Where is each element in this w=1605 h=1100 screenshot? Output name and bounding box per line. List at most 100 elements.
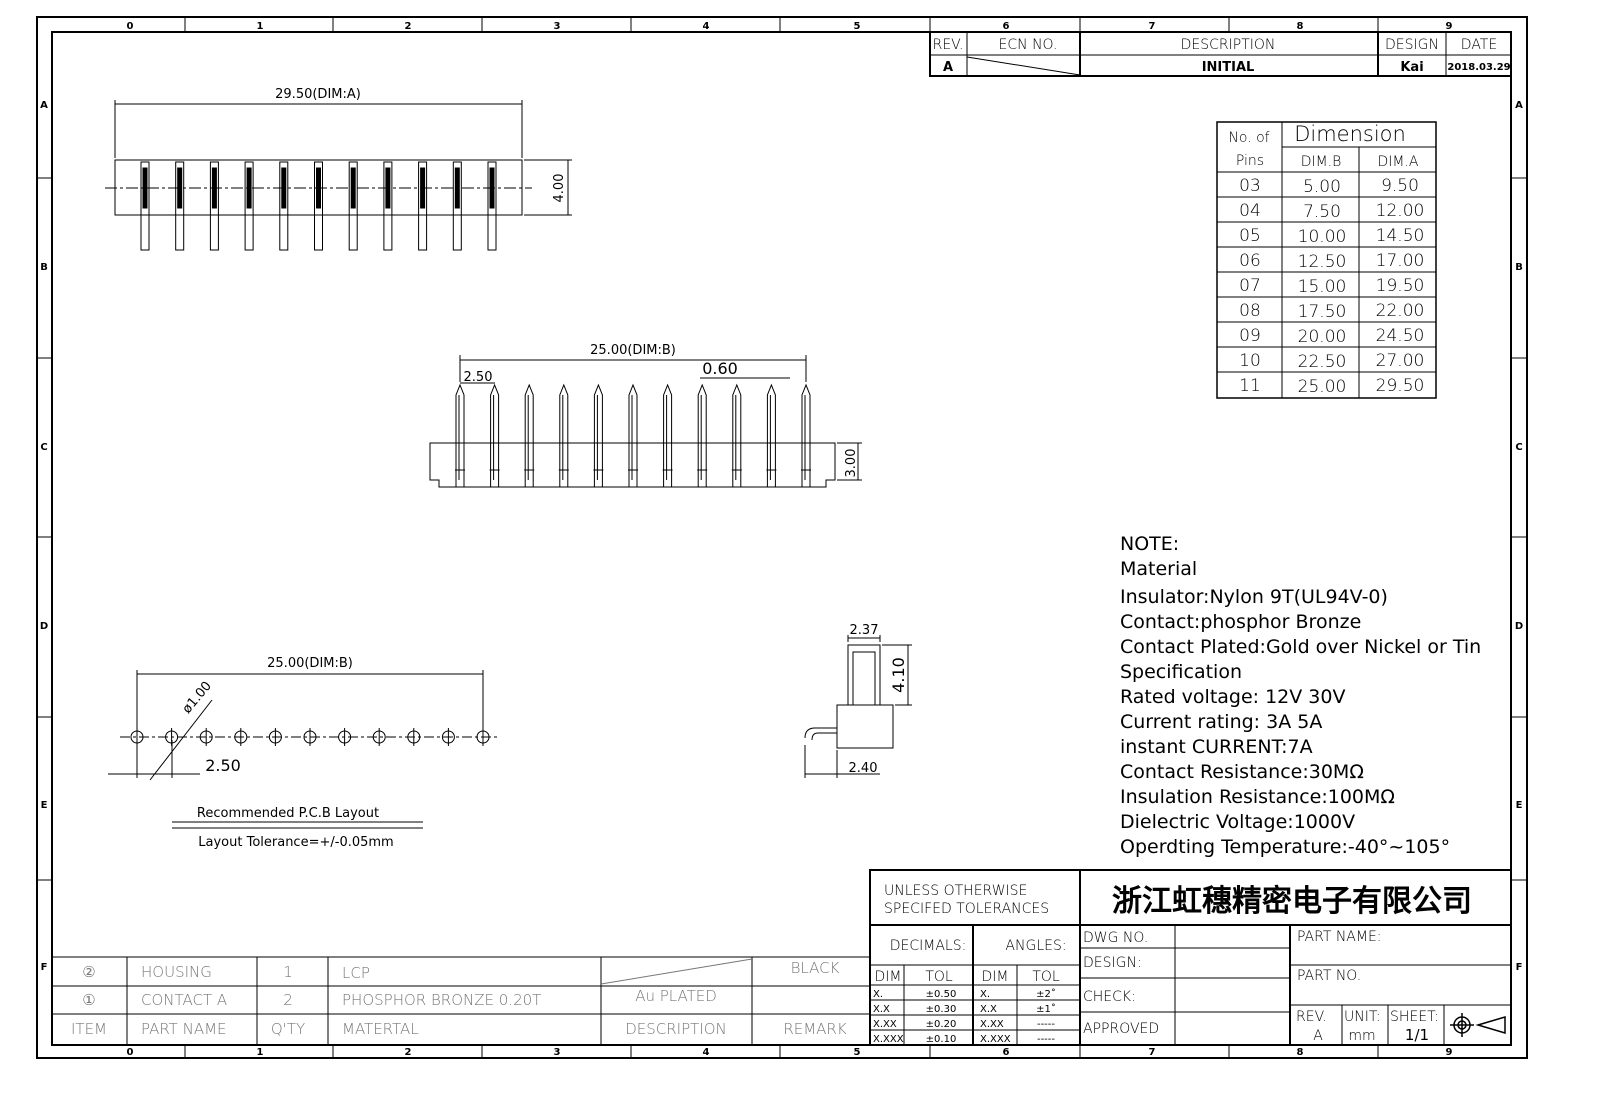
pin-contact bbox=[316, 167, 321, 209]
pins-cell: 03 bbox=[1239, 176, 1261, 196]
pin bbox=[244, 161, 254, 251]
note-line: Operdting Temperature:-40°~105° bbox=[1120, 836, 1450, 858]
angles-label: ANGLES: bbox=[1005, 938, 1066, 954]
pin-contact bbox=[385, 167, 391, 209]
pin-contact bbox=[177, 167, 183, 209]
dima-cell: 12.00 bbox=[1376, 201, 1425, 221]
zone-column-label: 1 bbox=[257, 1047, 264, 1058]
dima-header: DIM.A bbox=[1377, 154, 1418, 170]
sheet-label: SHEET: bbox=[1390, 1009, 1439, 1025]
sheet-value: 1/1 bbox=[1405, 1026, 1429, 1044]
dima-cell: 14.50 bbox=[1376, 226, 1425, 246]
zone-column-label: 6 bbox=[1003, 21, 1010, 32]
angle-tol: ±1˚ bbox=[1036, 1003, 1056, 1015]
dimb-cell: 12.50 bbox=[1298, 252, 1347, 272]
note-line: Specification bbox=[1120, 661, 1242, 683]
pins-header-1: No. of bbox=[1228, 130, 1269, 146]
part-name-label: PART NAME: bbox=[1297, 929, 1382, 945]
bom-qty: 2 bbox=[283, 991, 293, 1009]
zone-column-label: 4 bbox=[703, 21, 710, 32]
pcb-pitch-label: 2.50 bbox=[205, 756, 241, 775]
zone-row-label: C bbox=[1515, 442, 1522, 453]
table-row: 03 5.00 9.50 bbox=[1239, 176, 1419, 197]
pin bbox=[383, 161, 393, 251]
pin-contact bbox=[454, 167, 460, 209]
note-line: Material bbox=[1120, 558, 1197, 580]
description-header: DESCRIPTION bbox=[1181, 37, 1276, 53]
dima-cell: 17.00 bbox=[1376, 251, 1425, 271]
pin bbox=[418, 161, 428, 251]
bom-header-part: PART NAME bbox=[141, 1020, 227, 1038]
zone-row-label: E bbox=[1516, 800, 1523, 811]
height-label: 4.00 bbox=[552, 174, 567, 203]
pin-width-label: 0.60 bbox=[702, 359, 738, 378]
dimb-header: DIM.B bbox=[1301, 154, 1342, 170]
date-value: 2018.03.29 bbox=[1447, 62, 1510, 73]
bom-qty: 1 bbox=[283, 963, 293, 981]
pin bbox=[348, 161, 358, 251]
zone-row-label: A bbox=[1515, 100, 1523, 111]
dima-cell: 9.50 bbox=[1381, 176, 1419, 196]
dimension-table: No. of Pins Dimension DIM.B DIM.A 03 5.00… bbox=[1216, 121, 1437, 399]
zone-column-label: 8 bbox=[1297, 21, 1304, 32]
pcb-layout-title: Recommended P.C.B Layout bbox=[197, 806, 379, 821]
pin-contact bbox=[281, 167, 287, 209]
pins-cell: 05 bbox=[1239, 226, 1261, 246]
zone-row-label: C bbox=[40, 442, 47, 453]
dimension-header: Dimension bbox=[1294, 122, 1406, 146]
check-label: CHECK: bbox=[1083, 989, 1136, 1005]
pin-contact bbox=[246, 167, 252, 209]
hole-diameter-label: ø1.00 bbox=[180, 679, 215, 717]
pins-cell: 08 bbox=[1239, 301, 1261, 321]
dima-cell: 29.50 bbox=[1376, 376, 1425, 396]
zone-row-label: F bbox=[41, 962, 48, 973]
pin bbox=[732, 383, 742, 487]
pins-header-2: Pins bbox=[1236, 153, 1264, 169]
zone-column-label: 9 bbox=[1446, 21, 1453, 32]
angle-dim: X. bbox=[980, 989, 990, 1000]
pins-cell: 11 bbox=[1239, 376, 1261, 396]
dimb-cell: 10.00 bbox=[1298, 227, 1347, 247]
zone-column-label: 7 bbox=[1149, 1047, 1156, 1058]
projection-symbol-icon bbox=[1450, 1013, 1506, 1037]
note-line: Dielectric Voltage:1000V bbox=[1120, 811, 1355, 833]
side-height-label: 4.10 bbox=[889, 657, 908, 693]
description-value: INITIAL bbox=[1202, 60, 1255, 75]
angle-dim: X.X bbox=[980, 1004, 997, 1015]
pins-cell: 10 bbox=[1239, 351, 1261, 371]
decimal-dim: X. bbox=[873, 989, 883, 1000]
pins-cell: 07 bbox=[1239, 276, 1261, 296]
height-label: 3.00 bbox=[844, 449, 859, 478]
unit-label: UNIT: bbox=[1344, 1009, 1381, 1025]
decimal-tol: ±0.10 bbox=[926, 1034, 957, 1045]
decimals-label: DECIMALS: bbox=[890, 938, 967, 954]
tolerance-title-2: SPECIFED TOLERANCES bbox=[884, 901, 1049, 917]
note-line: Insulator:Nylon 9T(UL94V-0) bbox=[1120, 586, 1388, 608]
decimal-tol: ±0.30 bbox=[926, 1004, 957, 1015]
decimal-dim: X.XX bbox=[873, 1019, 897, 1030]
pin bbox=[663, 383, 673, 487]
pins-cell: 06 bbox=[1239, 251, 1261, 271]
zone-row-label: D bbox=[40, 621, 48, 632]
zone-column-label: 0 bbox=[127, 1047, 134, 1058]
dima-cell: 19.50 bbox=[1376, 276, 1425, 296]
zone-column-label: 8 bbox=[1297, 1047, 1304, 1058]
note-line: instant CURRENT:7A bbox=[1120, 736, 1313, 758]
decimal-dim: X.XXX bbox=[873, 1034, 904, 1045]
approved-label: APPROVED bbox=[1083, 1021, 1159, 1037]
zone-column-label: 2 bbox=[405, 21, 412, 32]
angle-tol: ±2˚ bbox=[1036, 988, 1056, 1000]
zone-column-label: 4 bbox=[703, 1047, 710, 1058]
pin-contact bbox=[489, 167, 495, 209]
zone-column-label: 5 bbox=[854, 21, 861, 32]
pin bbox=[209, 161, 219, 251]
dimb-cell: 5.00 bbox=[1303, 177, 1341, 197]
rev-header: REV. bbox=[933, 37, 964, 53]
rev-label: REV. bbox=[1296, 1009, 1327, 1025]
